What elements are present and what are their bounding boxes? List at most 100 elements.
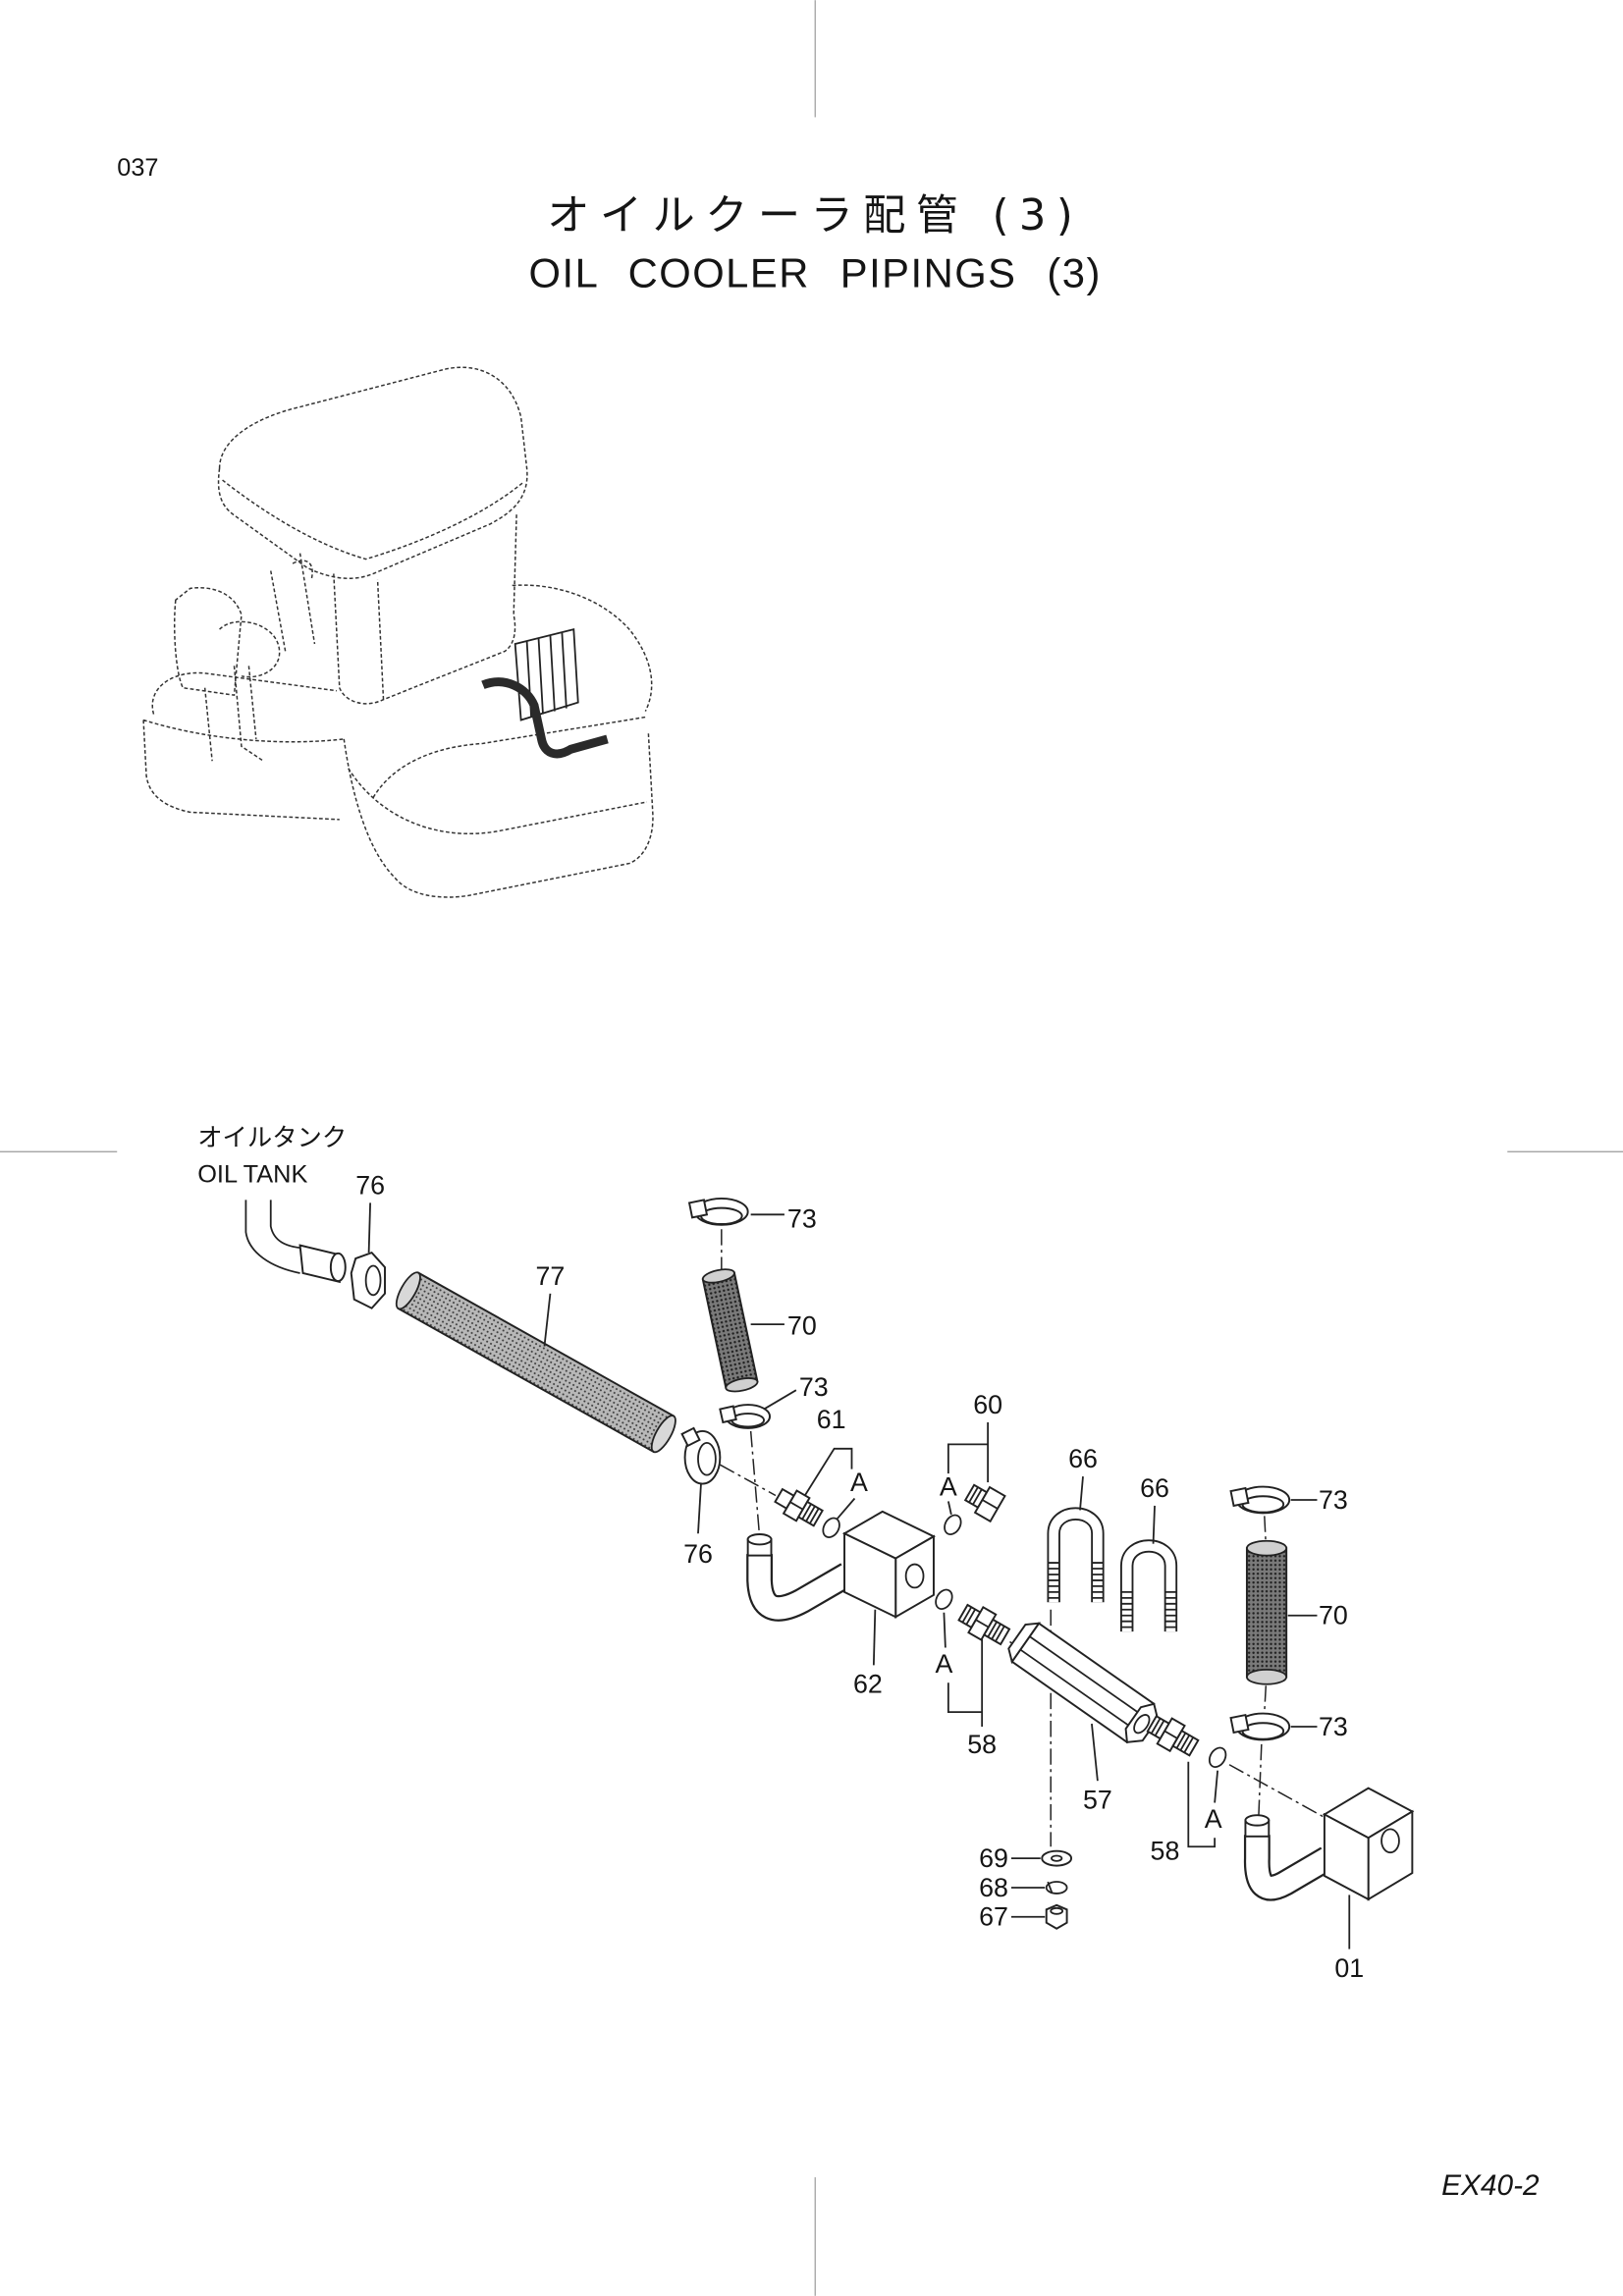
- canopy-body-edge: [376, 579, 385, 700]
- nut-67: [1045, 1903, 1068, 1930]
- oil-tank-pipe-outer: [244, 1200, 300, 1274]
- leader-66-first: [1079, 1476, 1084, 1511]
- adapter-58-second: [1146, 1714, 1200, 1757]
- hose-77: [395, 1271, 676, 1454]
- control-levers: [270, 553, 316, 652]
- part-callouts: 76 77 73 70 73 61 60 66 66 73 70 76 62 5…: [355, 1170, 1364, 1982]
- washer-69-bore: [1051, 1854, 1063, 1862]
- hose-70-body: [701, 1271, 759, 1390]
- page-title-english: OIL COOLER PIPINGS (3): [529, 249, 1102, 295]
- oil-tank-label-japanese: オイルタンク: [197, 1122, 347, 1151]
- hose-band-76-upper: [350, 1251, 386, 1309]
- centerline-76-61: [719, 1464, 777, 1497]
- block-57-edge-2: [1019, 1648, 1136, 1732]
- leader-a-61: [836, 1497, 856, 1520]
- pipe-01: [1243, 1787, 1415, 1901]
- bracket-58-second: [1187, 1761, 1217, 1848]
- block-62-port: [904, 1563, 925, 1589]
- hose-band-76-lower: [680, 1426, 722, 1485]
- leader-73-middle: [763, 1389, 797, 1411]
- callout-66-second: 66: [1140, 1473, 1169, 1503]
- callout-58-first: 58: [967, 1730, 997, 1759]
- upper-deck: [151, 584, 653, 715]
- spring-washer-68-split: [1047, 1881, 1054, 1895]
- hose-70-end-bottom: [1246, 1668, 1288, 1685]
- section-mark-a-60: A: [940, 1472, 957, 1502]
- pipe-01-end: [1244, 1814, 1271, 1827]
- bracket-58-first: [947, 1682, 983, 1713]
- adapter-58-hex-edge: [975, 1619, 990, 1629]
- section-mark-a-58-first: A: [935, 1649, 952, 1679]
- callout-73-middle: 73: [799, 1372, 829, 1402]
- section-marks: A A A A: [850, 1468, 1222, 1834]
- oil-cooler-hose: [481, 677, 609, 759]
- washer-69: [1041, 1849, 1073, 1867]
- oil-tank-pipe-inner: [269, 1200, 305, 1250]
- control-console: [174, 587, 243, 697]
- section-mark-a-61: A: [850, 1468, 868, 1497]
- pipe-62-end: [746, 1533, 773, 1546]
- centerline-73-70-right: [1264, 1516, 1268, 1546]
- model-designation: EX40-2: [1441, 2169, 1540, 2202]
- clamp-73-inner: [1241, 1722, 1285, 1740]
- callout-62: 62: [853, 1670, 883, 1699]
- clamp-73-right-upper: [1229, 1485, 1291, 1515]
- adapter-58-thread-lines-right: [987, 1621, 1005, 1642]
- nipple-61: [774, 1487, 824, 1527]
- counterweight-line-2: [348, 768, 647, 835]
- leader-a-60: [947, 1501, 952, 1516]
- hose-77-end-left: [395, 1271, 421, 1310]
- adapter-58-thread-lines: [1150, 1718, 1165, 1736]
- rear-counterweight: [343, 731, 654, 898]
- hose-77-body: [397, 1271, 676, 1454]
- u-bolt-66-threads: [1048, 1562, 1104, 1599]
- clamp-73-screw-housing: [1229, 1713, 1250, 1735]
- clamp-73-middle: [719, 1404, 771, 1429]
- hose-70-end-top: [701, 1268, 735, 1284]
- centerline-73-01: [1258, 1743, 1263, 1818]
- leader-lines: [367, 1202, 1351, 1949]
- clamp-73-inner: [1241, 1495, 1285, 1514]
- nipple-61-thread-lines: [801, 1503, 820, 1524]
- left-platform: [142, 719, 345, 821]
- nut-67-bore: [1050, 1906, 1064, 1915]
- clamp-73-right-lower: [1229, 1712, 1291, 1741]
- o-ring-61: [822, 1517, 840, 1538]
- clamp-73-screw-housing: [1229, 1486, 1250, 1508]
- block-57-end-left: [1007, 1622, 1042, 1665]
- callout-76-upper: 76: [355, 1170, 385, 1200]
- oil-tank-pipe: [244, 1200, 347, 1284]
- callout-60: 60: [973, 1390, 1002, 1419]
- block-62-side: [843, 1531, 897, 1619]
- callout-58-second: 58: [1151, 1837, 1180, 1866]
- callout-73-right-upper: 73: [1319, 1485, 1348, 1515]
- plug-60-hex-edge: [982, 1499, 999, 1510]
- centerline-58-01: [1228, 1764, 1325, 1819]
- adapter-58-thread-lines: [961, 1606, 976, 1626]
- oil-tank-pipe-end: [329, 1252, 347, 1283]
- block-01-side: [1323, 1812, 1370, 1901]
- u-bolt-66-rod: [1049, 1509, 1103, 1603]
- bracket-61: [804, 1447, 853, 1496]
- page-title-japanese: オイルクーラ配管 (3): [547, 191, 1083, 240]
- pipe-62-elbow: [748, 1554, 853, 1620]
- centerline-73-62: [749, 1430, 761, 1537]
- block-57-port: [1133, 1714, 1151, 1735]
- clamp-73-screw-housing: [687, 1199, 709, 1219]
- leader-77: [543, 1293, 552, 1347]
- o-ring-60: [944, 1514, 962, 1535]
- nipple-61-hex-edge: [789, 1501, 804, 1511]
- oil-tank-label-english: OIL TANK: [197, 1161, 307, 1189]
- clamp-73-inner: [699, 1206, 743, 1225]
- oil-cooler-core: [514, 627, 579, 721]
- callout-70-right: 70: [1319, 1601, 1348, 1630]
- plug-60: [963, 1483, 1006, 1523]
- callout-70-upper: 70: [787, 1311, 817, 1341]
- counterweight-line-1: [372, 716, 646, 798]
- hose-70-end-top: [1246, 1539, 1288, 1557]
- page-number: 037: [117, 154, 158, 182]
- spring-washer-68: [1045, 1881, 1068, 1895]
- side-piping: [203, 666, 264, 762]
- spring-washer-68-ring: [1045, 1881, 1068, 1895]
